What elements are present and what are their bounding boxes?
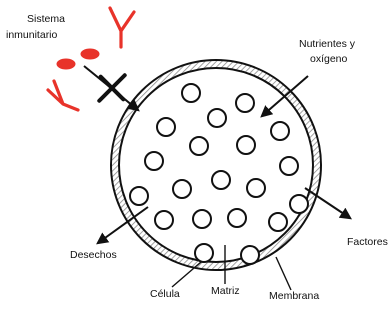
nutrients-label-line2: oxígeno bbox=[310, 53, 348, 65]
cell bbox=[182, 84, 200, 102]
cell bbox=[157, 118, 175, 136]
factors-label: Factores bbox=[347, 236, 388, 248]
y-shaped-antibody-icon bbox=[110, 8, 134, 47]
cell bbox=[195, 244, 213, 262]
membrane-label: Membrana bbox=[269, 290, 319, 302]
matrix-label: Matriz bbox=[211, 285, 240, 297]
cell-label: Célula bbox=[150, 288, 180, 300]
immune-system-label-line2: inmunitario bbox=[6, 29, 58, 41]
cell bbox=[236, 94, 254, 112]
cell bbox=[237, 136, 255, 154]
membrane-leader-line bbox=[276, 257, 291, 290]
cell bbox=[280, 157, 298, 175]
cell bbox=[241, 246, 259, 264]
cell bbox=[269, 213, 287, 231]
cell bbox=[208, 109, 226, 127]
cell bbox=[193, 210, 211, 228]
immune-system-label-line1: Sistema bbox=[27, 13, 65, 25]
cell bbox=[290, 195, 308, 213]
ellipse-cell-icon bbox=[81, 49, 100, 60]
cell bbox=[271, 122, 289, 140]
cell bbox=[247, 179, 265, 197]
ellipse-cell-icon bbox=[57, 59, 76, 70]
cell bbox=[155, 211, 173, 229]
cell bbox=[190, 137, 208, 155]
cell bbox=[145, 152, 163, 170]
y-shaped-antibody-icon bbox=[48, 81, 78, 110]
cell bbox=[212, 171, 230, 189]
waste-label: Desechos bbox=[70, 249, 117, 261]
nutrients-label-line1: Nutrientes y bbox=[299, 38, 356, 50]
cell bbox=[228, 209, 246, 227]
cell bbox=[173, 180, 191, 198]
cell bbox=[130, 187, 148, 205]
